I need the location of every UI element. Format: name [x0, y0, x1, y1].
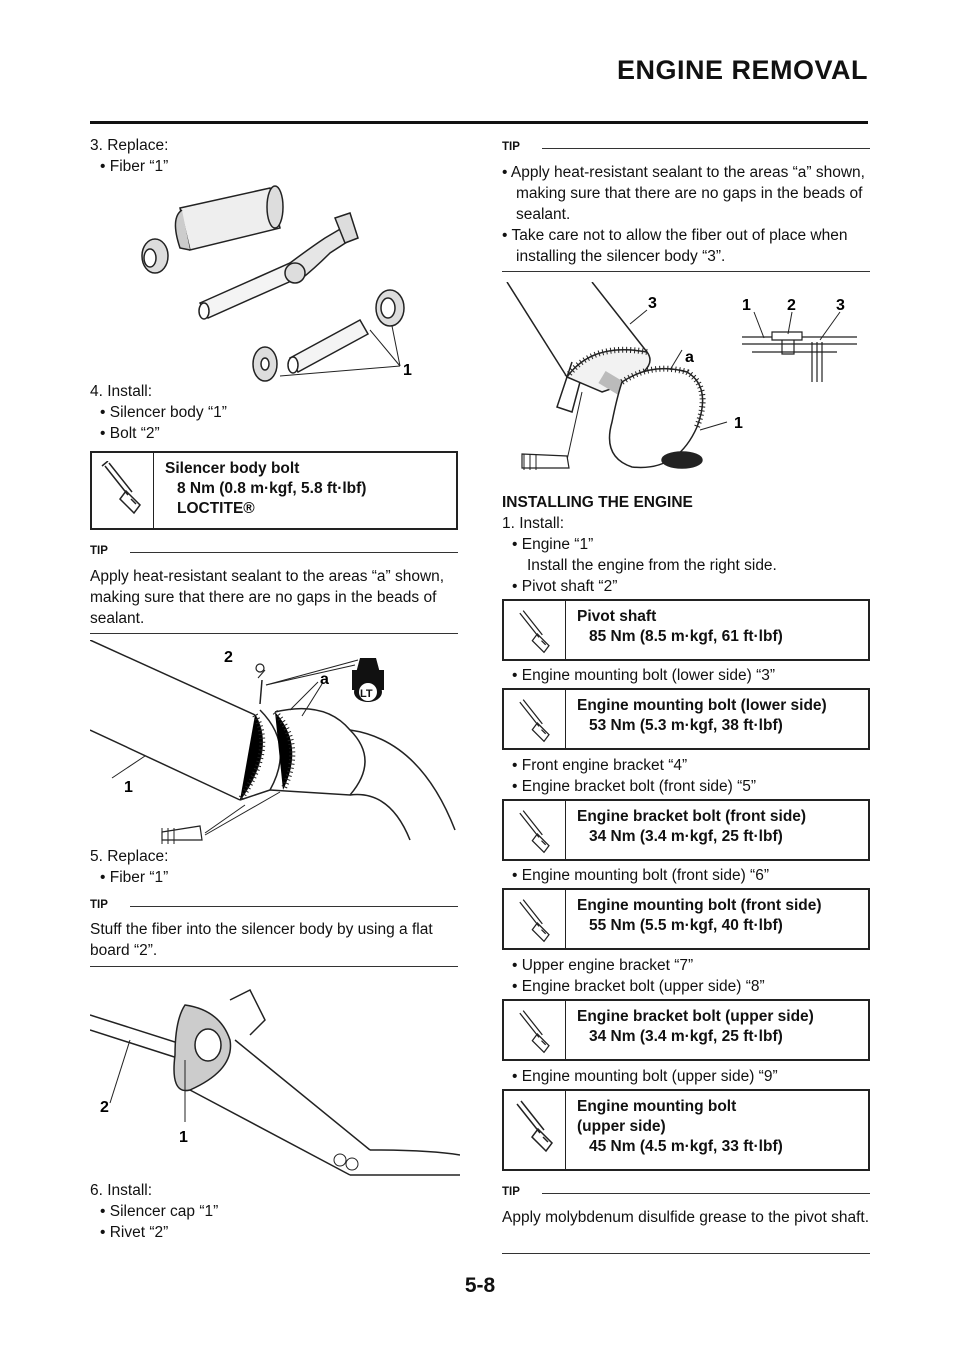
tip-header: TIP: [502, 140, 870, 154]
spec-name: Engine mounting bolt (front side): [577, 897, 822, 914]
tip-rule: [502, 1253, 870, 1254]
tip-rule: [90, 966, 458, 967]
spec-name: Engine bracket bolt (front side): [577, 808, 807, 825]
torque-wrench-icon: [504, 690, 566, 748]
torque-wrench-icon: [504, 890, 566, 948]
callout-1: 1: [403, 362, 412, 379]
spec-box-lower-mount: Engine mounting bolt (lower side) 53 Nm …: [502, 688, 870, 750]
tip-text: Apply molybdenum disulfide grease to the…: [502, 1209, 870, 1226]
header-rule: [90, 121, 868, 124]
callout-detail-2: 2: [787, 297, 796, 314]
spec-box-front-bracket: Engine bracket bolt (front side) 34 Nm (…: [502, 799, 870, 861]
spec-value: 85 Nm (8.5 m·kgf, 61 ft·lbf): [589, 628, 783, 645]
bullet-front-bracket-bolt: • Engine bracket bolt (front side) “5”: [512, 778, 757, 795]
install-note: Install the engine from the right side.: [527, 557, 777, 574]
torque-wrench-icon: [504, 601, 566, 659]
install-bullet-pivot: • Pivot shaft “2”: [512, 578, 618, 595]
callout-detail-3: 3: [836, 297, 845, 314]
spec-name: Engine bracket bolt (upper side): [577, 1008, 814, 1025]
torque-wrench-icon: [92, 453, 154, 528]
spec-value: 34 Nm (3.4 m·kgf, 25 ft·lbf): [589, 1028, 783, 1045]
callout-a: a: [320, 671, 329, 688]
tip-item-1: • Apply heat-resistant sealant to the ar…: [502, 164, 865, 223]
step-4-bullet-2: • Bolt “2”: [100, 425, 160, 442]
callout-detail-1: 1: [742, 297, 751, 314]
spec-box-front-mount: Engine mounting bolt (front side) 55 Nm …: [502, 888, 870, 950]
tip-text: Apply heat-resistant sealant to the area…: [90, 568, 445, 627]
callout-2: 2: [100, 1099, 109, 1116]
step-5-bullet: • Fiber “1”: [100, 869, 169, 886]
torque-wrench-icon: [504, 801, 566, 859]
fiber-stuffing-figure: 2 1: [89, 980, 461, 1180]
bullet-upper-bracket: • Upper engine bracket “7”: [512, 957, 694, 974]
spec-box-silencer-body-bolt: Silencer body bolt 8 Nm (0.8 m·kgf, 5.8 …: [90, 451, 458, 530]
step-3-title: 3. Replace:: [90, 137, 169, 154]
spec-name: Engine mounting bolt (upper side): [577, 1098, 737, 1135]
spec-name: Engine mounting bolt (lower side): [577, 697, 827, 714]
spec-box-pivot-shaft: Pivot shaft 85 Nm (8.5 m·kgf, 61 ft·lbf): [502, 599, 870, 661]
step-3-bullet: • Fiber “1”: [100, 158, 169, 175]
tip-rule: [90, 633, 458, 634]
callout-3: 3: [648, 295, 657, 312]
spec-name: Pivot shaft: [577, 608, 657, 625]
tip-item-2: • Take care not to allow the fiber out o…: [502, 227, 848, 265]
step-4-title: 4. Install:: [90, 383, 153, 400]
callout-1: 1: [179, 1129, 188, 1146]
callout-1: 1: [734, 415, 743, 432]
torque-wrench-icon: [504, 1001, 566, 1059]
step-6-title: 6. Install:: [90, 1182, 153, 1199]
callout-1: 1: [124, 779, 133, 796]
bullet-upper-mount: • Engine mounting bolt (upper side) “9”: [512, 1068, 778, 1085]
spec-extra: LOCTITE®: [177, 500, 255, 517]
silencer-parts-figure: 1: [130, 178, 430, 390]
spec-value: 53 Nm (5.3 m·kgf, 38 ft·lbf): [589, 717, 783, 734]
install-bullet-engine: • Engine “1”: [512, 536, 594, 553]
tip-header: TIP: [502, 1185, 870, 1199]
spec-value: 8 Nm (0.8 m·kgf, 5.8 ft·lbf): [177, 480, 367, 497]
section-heading: INSTALLING THE ENGINE: [502, 494, 693, 511]
tip-header: TIP: [90, 898, 458, 912]
tip-text: Stuff the fiber into the silencer body b…: [90, 921, 433, 959]
spec-name: Silencer body bolt: [165, 460, 300, 477]
step-4-bullet-1: • Silencer body “1”: [100, 404, 227, 421]
step-6-bullet-2: • Rivet “2”: [100, 1224, 169, 1241]
spec-value: 55 Nm (5.5 m·kgf, 40 ft·lbf): [589, 917, 783, 934]
spec-box-upper-mount: Engine mounting bolt (upper side) 45 Nm …: [502, 1089, 870, 1171]
tip-header: TIP: [90, 544, 458, 558]
step-5-title: 5. Replace:: [90, 848, 169, 865]
bullet-upper-bracket-bolt: • Engine bracket bolt (upper side) “8”: [512, 978, 765, 995]
tip-rule: [502, 271, 870, 272]
callout-a: a: [685, 349, 694, 366]
torque-wrench-icon: [504, 1091, 566, 1169]
install-title: 1. Install:: [502, 515, 565, 532]
page-number: 5-8: [464, 1274, 496, 1297]
spec-box-upper-bracket: Engine bracket bolt (upper side) 34 Nm (…: [502, 999, 870, 1061]
bullet-front-mount: • Engine mounting bolt (front side) “6”: [512, 867, 769, 884]
silencer-cap-figure: 3 a 1 1 2 3: [502, 281, 870, 482]
step-6-bullet-1: • Silencer cap “1”: [100, 1203, 219, 1220]
bullet-front-bracket: • Front engine bracket “4”: [512, 757, 688, 774]
lt-badge: LT: [360, 688, 373, 700]
callout-2: 2: [224, 649, 233, 666]
page-title: ENGINE REMOVAL: [616, 55, 868, 85]
sealant-figure: LT 2 a 1: [89, 639, 460, 852]
spec-value: 45 Nm (4.5 m·kgf, 33 ft·lbf): [589, 1138, 783, 1155]
bullet-lower-mount: • Engine mounting bolt (lower side) “3”: [512, 667, 776, 684]
spec-value: 34 Nm (3.4 m·kgf, 25 ft·lbf): [589, 828, 783, 845]
